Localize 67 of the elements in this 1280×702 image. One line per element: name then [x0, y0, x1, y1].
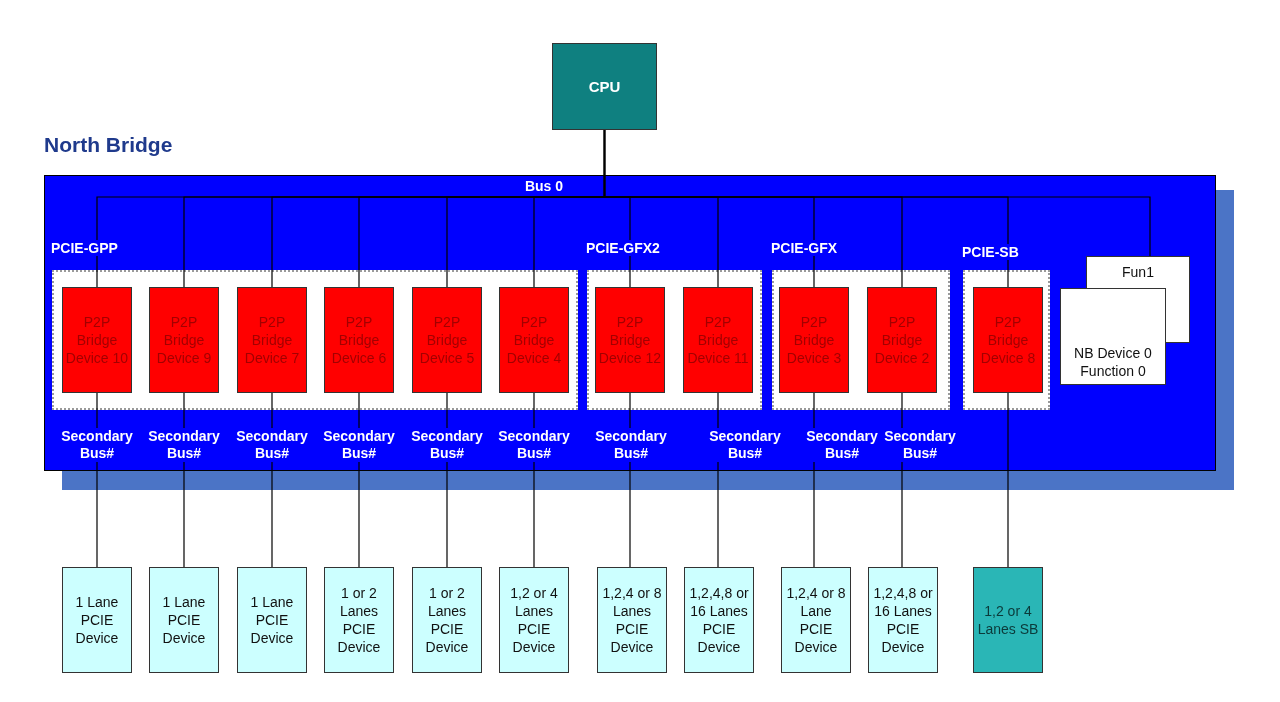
connector-line [96, 392, 98, 568]
node-label: P2P Bridge Device 9 [155, 313, 213, 367]
connector-line [813, 392, 815, 568]
node-label: P2P Bridge Device 6 [330, 313, 388, 367]
node-label: 1,2,4 or 8 Lane PCIE Device [785, 584, 847, 656]
bridge-box [683, 287, 753, 393]
node-label: P2P Bridge Device 3 [785, 313, 843, 367]
node-label: Fun1 [1122, 263, 1154, 281]
device-box [237, 567, 307, 673]
bridge-box [595, 287, 665, 393]
connector-line [183, 392, 185, 568]
connector-line [271, 392, 273, 568]
group-label: PCIE-GPP [50, 240, 119, 256]
node-label: P2P Bridge Device 12 [598, 313, 662, 367]
device-box [597, 567, 667, 673]
device-function-box [1060, 288, 1166, 385]
device-box [62, 567, 132, 673]
connector-line [629, 392, 631, 568]
node-label: 1,2 or 4 Lanes PCIE Device [509, 584, 559, 656]
bridge-box [62, 287, 132, 393]
cpu-box [552, 43, 657, 130]
group-label: PCIE-SB [961, 244, 1020, 260]
device-box [868, 567, 938, 673]
southbridge-box [973, 567, 1043, 673]
node-label: 1 Lane PCIE Device [161, 593, 207, 647]
node-label: 1,2,4,8 or 16 Lanes PCIE Device [872, 584, 934, 656]
node-label: P2P Bridge Device 2 [873, 313, 931, 367]
bridge-box [324, 287, 394, 393]
device-box [684, 567, 754, 673]
node-label: 1 or 2 Lanes PCIE Device [336, 584, 382, 656]
bus-label: Bus 0 [523, 178, 565, 195]
node-label: P2P Bridge Device 8 [979, 313, 1037, 367]
connector-line [901, 392, 903, 568]
connector-line [358, 392, 360, 568]
device-box [149, 567, 219, 673]
connector-line [717, 392, 719, 568]
node-label: P2P Bridge Device 10 [65, 313, 129, 367]
bridge-box [973, 287, 1043, 393]
connector-line [1007, 392, 1009, 568]
bridge-box [867, 287, 937, 393]
device-box [781, 567, 851, 673]
node-label: CPU [588, 77, 621, 96]
group-label: PCIE-GFX [770, 240, 839, 256]
node-label: P2P Bridge Device 4 [505, 313, 563, 367]
bridge-box [779, 287, 849, 393]
device-box [499, 567, 569, 673]
node-label: 1,2 or 4 Lanes SB [976, 602, 1040, 638]
node-label: 1 Lane PCIE Device [249, 593, 295, 647]
connector-line [446, 392, 448, 568]
node-label: 1,2,4,8 or 16 Lanes PCIE Device [688, 584, 750, 656]
device-box [412, 567, 482, 673]
bridge-box [149, 287, 219, 393]
node-label: 1 or 2 Lanes PCIE Device [424, 584, 470, 656]
bridge-box [499, 287, 569, 393]
connector-line [603, 129, 1151, 257]
node-label: P2P Bridge Device 11 [686, 313, 750, 367]
bridge-box [412, 287, 482, 393]
node-label: P2P Bridge Device 7 [243, 313, 301, 367]
group-label: PCIE-GFX2 [585, 240, 661, 256]
node-label: P2P Bridge Device 5 [418, 313, 476, 367]
node-label: 1 Lane PCIE Device [74, 593, 120, 647]
bridge-box [237, 287, 307, 393]
node-label: NB Device 0 Function 0 [1073, 344, 1153, 380]
connector-line [533, 392, 535, 568]
node-label: 1,2,4 or 8 Lanes PCIE Device [601, 584, 663, 656]
title-label: North Bridge [44, 133, 173, 157]
device-box [324, 567, 394, 673]
